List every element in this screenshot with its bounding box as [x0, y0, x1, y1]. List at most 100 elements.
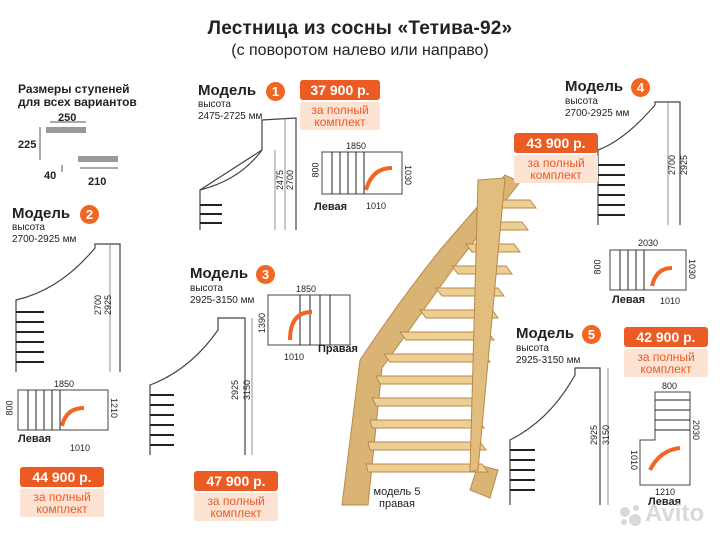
avito-logo-icon: [620, 505, 641, 526]
model-5-full-set-line2: комплект: [640, 362, 692, 376]
model-1-full-set-line1: за полный: [311, 103, 369, 117]
model-2-elevation: [15, 243, 121, 372]
model-1-elev-dim-2: 2700: [285, 169, 296, 191]
model-3-height-word: высота: [190, 283, 223, 294]
model-5-plan-dim-right: 2030: [691, 419, 702, 441]
model-1-plan: [321, 151, 403, 195]
page-title: Лестница из сосны «Тетива-92»: [207, 18, 513, 39]
model-2-number: 2: [80, 205, 99, 224]
model-1-elevation: [199, 117, 297, 230]
model-1-label: Модель: [198, 82, 257, 99]
step-size-diagram: [39, 121, 118, 172]
model-3-side: Правая: [318, 343, 358, 355]
model-4-height-word: высота: [565, 96, 598, 107]
photo-caption-line1: модель 5: [373, 486, 421, 498]
model-5-plan: [639, 391, 691, 486]
model-3-full-set: за полный комплект: [194, 493, 278, 521]
model-3-price: 47 900 р.: [194, 471, 278, 491]
model-1-plan-dim-left: 800: [310, 162, 321, 178]
steps-title: Размеры ступеней для всех вариантов: [18, 83, 137, 109]
model-5-full-set-line1: за полный: [637, 350, 695, 364]
model-2-plan-dim-top: 1850: [54, 379, 75, 389]
model-5-elevation: [509, 367, 609, 505]
model-3-elev-dim-2: 3150: [242, 379, 253, 401]
model-4-full-set-line2: комплект: [530, 168, 582, 182]
model-5-full-set: за полный комплект: [624, 349, 708, 377]
model-1-height: высота 2475-2725 мм: [198, 99, 262, 123]
model-4-full-set-line1: за полный: [527, 156, 585, 170]
model-2-height-word: высота: [12, 222, 45, 233]
model-2-side: Левая: [18, 433, 51, 445]
photo-caption: модель 5 правая: [362, 486, 432, 510]
model-5-plan-dim-left: 1010: [629, 449, 640, 471]
model-1-elev-dim-1: 2475: [275, 169, 286, 191]
model-4-price-block: 43 900 р. за полный комплект: [514, 133, 598, 183]
model-1-height-value: 2475-2725 мм: [198, 111, 263, 122]
model-2-height-value: 2700-2925 мм: [12, 234, 77, 245]
steps-title-line2: для всех вариантов: [18, 95, 137, 109]
model-2-height: высота 2700-2925 мм: [12, 222, 76, 246]
model-3-elevation: [149, 317, 253, 455]
model-1-plan-dim-bottom: 1010: [366, 201, 387, 211]
model-2-elev-dim-1: 2700: [93, 294, 104, 316]
model-4-plan-dim-left: 800: [592, 259, 603, 275]
model-4-full-set: за полный комплект: [514, 155, 598, 183]
model-4-height: высота 2700-2925 мм: [565, 96, 629, 120]
step-dim-250: 250: [58, 112, 77, 124]
model-3-height-value: 2925-3150 мм: [190, 295, 255, 306]
model-5-label: Модель: [516, 325, 575, 342]
step-dim-210: 210: [88, 176, 107, 188]
model-5-height-value: 2925-3150 мм: [516, 355, 581, 366]
model-3-price-block: 47 900 р. за полный комплект: [194, 471, 278, 521]
model-3-height: высота 2925-3150 мм: [190, 283, 254, 307]
model-2-price: 44 900 р.: [20, 467, 104, 487]
step-dim-40: 40: [44, 170, 57, 182]
model-3-plan-dim-left: 1390: [257, 312, 268, 334]
model-4-elev-dim-2: 2925: [679, 154, 690, 176]
model-2-plan-dim-left: 800: [4, 400, 15, 416]
model-5-price-block: 42 900 р. за полный комплект: [624, 327, 708, 377]
model-1-price-block: 37 900 р. за полный комплект: [300, 80, 380, 130]
model-4-plan: [609, 249, 687, 291]
model-5-number: 5: [582, 325, 601, 344]
model-3-full-set-line1: за полный: [207, 494, 265, 508]
model-5-plan-dim-top: 800: [662, 381, 678, 391]
step-dim-225: 225: [18, 139, 37, 151]
model-1-number: 1: [266, 82, 285, 101]
model-5-side: Левая: [648, 496, 681, 508]
model-1-plan-dim-right: 1030: [403, 164, 414, 186]
model-5-block: Модель 5: [516, 325, 601, 344]
model-1-side: Левая: [314, 201, 347, 213]
model-3-plan: [267, 294, 351, 346]
model-1-height-word: высота: [198, 99, 231, 110]
model-4-number: 4: [631, 78, 650, 97]
model-5-elev-dim-2: 3150: [601, 424, 612, 446]
model-5-elev-dim-1: 2925: [589, 424, 600, 446]
steps-title-line1: Размеры ступеней: [18, 82, 130, 96]
model-4-plan-dim-right: 1030: [687, 258, 698, 280]
model-4-elev-dim-1: 2700: [667, 154, 678, 176]
model-4-plan-dim-top: 2030: [638, 238, 659, 248]
model-3-block: Модель 3: [190, 265, 275, 284]
model-2-label: Модель: [12, 205, 71, 222]
model-4-side: Левая: [612, 294, 645, 306]
model-4-label: Модель: [565, 78, 624, 95]
model-4-block: Модель 4: [565, 78, 650, 97]
model-2-plan: [17, 389, 109, 431]
avito-watermark: Avito: [645, 500, 705, 527]
model-3-plan-dim-bottom: 1010: [284, 352, 305, 362]
model-5-height-word: высота: [516, 343, 549, 354]
model-2-plan-dim-right: 1210: [109, 397, 120, 419]
model-5-plan-dim-bottom: 1210: [655, 487, 676, 497]
model-5-height: высота 2925-3150 мм: [516, 343, 580, 367]
model-3-elev-dim-1: 2925: [230, 379, 241, 401]
model-2-plan-dim-bottom: 1010: [70, 443, 91, 453]
model-3-number: 3: [256, 265, 275, 284]
model-2-elev-dim-2: 2925: [103, 294, 114, 316]
model-2-price-block: 44 900 р. за полный комплект: [20, 467, 104, 517]
model-4-price: 43 900 р.: [514, 133, 598, 153]
staircase-photo: [341, 174, 537, 506]
model-3-plan-dim-top: 1850: [296, 284, 317, 294]
